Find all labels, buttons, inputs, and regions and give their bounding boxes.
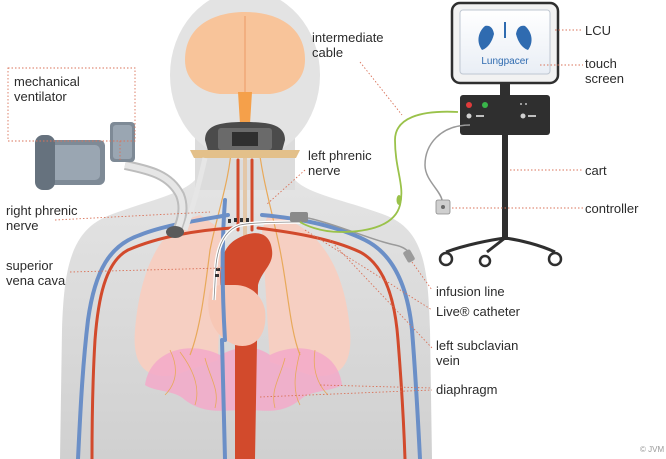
left-phrenic-nerve-path [257, 139, 301, 356]
copyright-text: © JVM [640, 445, 665, 454]
ventilator-connector [35, 122, 135, 190]
touch-screen-display[interactable] [459, 9, 551, 75]
cart-base [445, 236, 556, 254]
veins [76, 198, 422, 459]
label-controller: controller [585, 201, 639, 216]
label-line: mechanical [14, 74, 80, 89]
label-line: vena cava [6, 273, 66, 288]
label-line: nerve [308, 163, 341, 178]
catheter-outline [213, 221, 301, 301]
ventilator-tubing [124, 157, 208, 238]
port-label-icon [528, 115, 536, 117]
label-line: left subclavian [436, 338, 519, 353]
label-live-catheter: Live® catheter [436, 304, 521, 319]
label-superior-vena-cava: superior vena cava [6, 258, 65, 288]
label-infusion-line: infusion line [436, 284, 505, 299]
cart-pole [502, 135, 508, 240]
label-line: vein [436, 353, 460, 368]
intermediate-cable-path [299, 110, 459, 233]
connector-port-icon [520, 113, 526, 119]
label-cart: cart [585, 163, 607, 178]
right-phrenic-nerve-path [189, 139, 233, 356]
label-diaphragm: diaphragm [436, 382, 498, 397]
infusion-line-connector [403, 249, 415, 263]
label-line: cable [312, 45, 344, 60]
label-line: nerve [6, 218, 39, 233]
label-intermediate-cable: intermediate cable [312, 30, 384, 60]
label-line: superior [6, 258, 53, 273]
lungpacer-logo-icon [478, 22, 532, 50]
red-indicator-icon [466, 102, 472, 108]
label-left-subclavian-vein: left subclavian vein [436, 338, 518, 368]
diaphragm-nerve-branches [164, 349, 329, 409]
label-line: screen [585, 71, 625, 86]
controller-cable [424, 124, 471, 201]
right-lung [134, 215, 222, 376]
intermediate-cable-connector [396, 195, 402, 205]
small-dot-icon [520, 103, 522, 105]
label-right-phrenic-nerve: right phrenic nerve [6, 203, 78, 233]
label-left-phrenic-nerve: left phrenic nerve [308, 148, 372, 178]
human-torso [35, 0, 432, 459]
leader-lines [7, 29, 583, 398]
left-lung [262, 215, 351, 376]
control-unit-box [460, 95, 550, 135]
label-line: ventilator [14, 89, 67, 104]
cart-wheel-icon [438, 251, 563, 268]
monitor-post [500, 83, 510, 95]
green-indicator-icon [482, 102, 488, 108]
label-line: left phrenic [308, 148, 372, 163]
small-dot-icon [525, 103, 527, 105]
controller-button-icon [441, 205, 445, 209]
label-mechanical-ventilator: mechanical ventilator [14, 74, 80, 104]
label-line: intermediate [312, 30, 384, 45]
label-line: right phrenic [6, 203, 78, 218]
ventilator-callout-box [7, 67, 136, 142]
lcu-device: Lungpacer [299, 1, 563, 268]
label-touch-screen: touch screen [585, 56, 624, 86]
connector-port-icon [466, 113, 472, 119]
label-lcu: LCU [585, 23, 612, 38]
device-logo-text: Lungpacer [481, 56, 529, 67]
label-line: touch [585, 56, 617, 71]
catheter-electrodes [215, 218, 249, 277]
port-label-icon [476, 115, 484, 117]
mask [190, 122, 300, 158]
catheter-hub [290, 212, 308, 222]
